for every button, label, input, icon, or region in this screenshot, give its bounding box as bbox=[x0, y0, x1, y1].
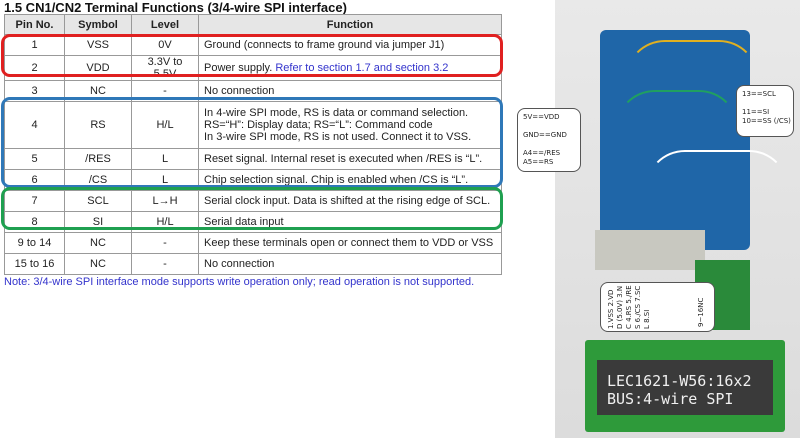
symbol-cell: SI bbox=[64, 211, 132, 233]
function-text: Ground (connects to frame ground via jum… bbox=[204, 39, 445, 51]
function-cell: No connection bbox=[198, 253, 502, 275]
level-cell: L→H bbox=[131, 190, 199, 212]
header-pin: Pin No. bbox=[4, 14, 65, 35]
pin-cell: 4 bbox=[4, 101, 65, 149]
symbol-cell: /CS bbox=[64, 169, 132, 191]
function-text: In 4-wire SPI mode, RS is data or comman… bbox=[204, 107, 469, 119]
symbol-cell: RS bbox=[64, 101, 132, 149]
symbol-cell: VSS bbox=[64, 34, 132, 56]
pin-labels: 1.VSS 2.VDD (5.0V) 3.NC 4.RS 5./RES 6./C… bbox=[607, 285, 651, 329]
note-text: Note: 3/4-wire SPI interface mode suppor… bbox=[4, 276, 475, 288]
level-cell: H/L bbox=[131, 101, 199, 149]
function-cell: In 4-wire SPI mode, RS is data or comman… bbox=[198, 101, 502, 149]
display-screen bbox=[597, 360, 773, 415]
label-left: 5V==VDD GND==GND A4==/RES A5==RS bbox=[517, 108, 581, 172]
function-text: Serial data input bbox=[204, 216, 284, 228]
function-cell: Keep these terminals open or connect the… bbox=[198, 232, 502, 254]
wire bbox=[645, 150, 789, 274]
level-cell: L bbox=[131, 169, 199, 191]
function-text: No connection bbox=[204, 85, 275, 97]
pin-cell: 7 bbox=[4, 190, 65, 212]
oled-display: LEC1621-W56:16x2 BUS:4-wire SPI bbox=[585, 340, 785, 432]
pin-cell: 6 bbox=[4, 169, 65, 191]
level-cell: 0V bbox=[131, 34, 199, 56]
function-cell: Chip selection signal. Chip is enabled w… bbox=[198, 169, 502, 191]
pin-cell: 9 to 14 bbox=[4, 232, 65, 254]
display-line-1: LEC1621-W56:16x2 bbox=[607, 372, 752, 390]
pin-cell: 5 bbox=[4, 148, 65, 170]
function-cell: Serial clock input. Data is shifted at t… bbox=[198, 190, 502, 212]
level-cell: 3.3V to 5.5V bbox=[131, 55, 199, 81]
function-text: Power supply. bbox=[204, 62, 273, 74]
level-cell: - bbox=[131, 253, 199, 275]
function-text: Reset signal. Internal reset is executed… bbox=[204, 153, 483, 165]
section-title: 1.5 CN1/CN2 Terminal Functions (3/4-wire… bbox=[4, 0, 347, 15]
pin-cell: 8 bbox=[4, 211, 65, 233]
level-cell: L bbox=[131, 148, 199, 170]
wire bbox=[615, 90, 739, 274]
function-cell: No connection bbox=[198, 80, 502, 102]
label-right: 13==SCL 11==SI 10==SS (/CS) bbox=[736, 85, 794, 137]
section-reference-link[interactable]: Refer to section 1.7 and section 3.2 bbox=[275, 62, 449, 74]
header-function: Function bbox=[198, 14, 502, 35]
symbol-cell: /RES bbox=[64, 148, 132, 170]
pin-cell: 3 bbox=[4, 80, 65, 102]
symbol-cell: NC bbox=[64, 253, 132, 275]
header-symbol: Symbol bbox=[64, 14, 132, 35]
pin-labels-nc: 9~16NC bbox=[697, 297, 705, 327]
symbol-cell: NC bbox=[64, 232, 132, 254]
level-cell: H/L bbox=[131, 211, 199, 233]
function-text: Serial clock input. Data is shifted at t… bbox=[204, 195, 491, 207]
pin-cell: 15 to 16 bbox=[4, 253, 65, 275]
function-cell: Reset signal. Internal reset is executed… bbox=[198, 148, 502, 170]
function-cell: Ground (connects to frame ground via jum… bbox=[198, 34, 502, 56]
level-cell: - bbox=[131, 232, 199, 254]
function-cell: Serial data input bbox=[198, 211, 502, 233]
header-level: Level bbox=[131, 14, 199, 35]
symbol-cell: VDD bbox=[64, 55, 132, 81]
wire bbox=[625, 40, 759, 244]
symbol-cell: SCL bbox=[64, 190, 132, 212]
function-text: No connection bbox=[204, 258, 275, 270]
symbol-cell: NC bbox=[64, 80, 132, 102]
pin-cell: 2 bbox=[4, 55, 65, 81]
function-text: In 3-wire SPI mode, RS is not used. Conn… bbox=[204, 131, 472, 143]
level-cell: - bbox=[131, 80, 199, 102]
function-cell: Power supply. Refer to section 1.7 and s… bbox=[198, 55, 502, 81]
function-text: RS=“H”: Display data; RS=“L”: Command co… bbox=[204, 119, 433, 131]
pin-cell: 1 bbox=[4, 34, 65, 56]
function-text: Keep these terminals open or connect the… bbox=[204, 237, 494, 249]
display-line-2: BUS:4-wire SPI bbox=[607, 390, 734, 408]
label-pins: 1.VSS 2.VDD (5.0V) 3.NC 4.RS 5./RES 6./C… bbox=[600, 282, 715, 332]
function-text: Chip selection signal. Chip is enabled w… bbox=[204, 174, 469, 186]
